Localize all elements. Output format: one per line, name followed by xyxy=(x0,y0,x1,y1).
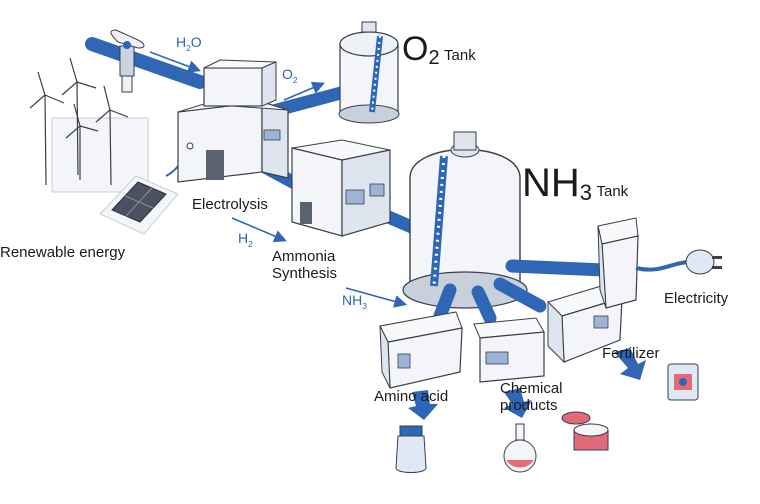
ammonia-synthesis-building xyxy=(291,139,391,237)
o2-tank xyxy=(338,21,400,124)
nh3-output-pipes xyxy=(433,259,611,325)
solar-panel-icon xyxy=(99,149,189,235)
electrolysis-label: Electrolysis xyxy=(192,196,268,213)
arrow-icon xyxy=(408,348,646,420)
h2o-flow-label: H2O xyxy=(176,34,202,53)
electricity-cable xyxy=(635,260,691,272)
amino-acid-label: Amino acid xyxy=(374,388,449,405)
o2-tank-label: O2 Tank xyxy=(402,30,476,70)
nh3-flow-label: NH3 xyxy=(342,292,367,311)
electrolysis-building xyxy=(177,59,289,183)
fertilizer-bag-icon xyxy=(667,363,699,401)
product-building-chemical xyxy=(473,317,545,383)
cosmetic-jar-icon xyxy=(561,411,609,451)
product-building-amino xyxy=(379,311,463,389)
fertilizer-label: Fertilizer xyxy=(602,345,660,362)
plug-icon xyxy=(685,249,722,275)
h2-flow-label: H2 xyxy=(238,230,253,249)
nh3-tank-label: NH3 Tank xyxy=(522,161,629,206)
water-tap-icon xyxy=(110,29,145,93)
renewable-energy-label: Renewable energy xyxy=(0,244,126,261)
bottle-icon xyxy=(395,425,427,473)
water-pipe xyxy=(85,37,207,89)
product-building-electricity xyxy=(597,217,639,309)
flask-icon xyxy=(503,423,537,473)
electricity-label: Electricity xyxy=(664,290,729,307)
o2-flow-label: O2 xyxy=(282,66,298,85)
flow-arrows xyxy=(149,51,408,308)
wind-turbine-icon xyxy=(29,57,149,193)
